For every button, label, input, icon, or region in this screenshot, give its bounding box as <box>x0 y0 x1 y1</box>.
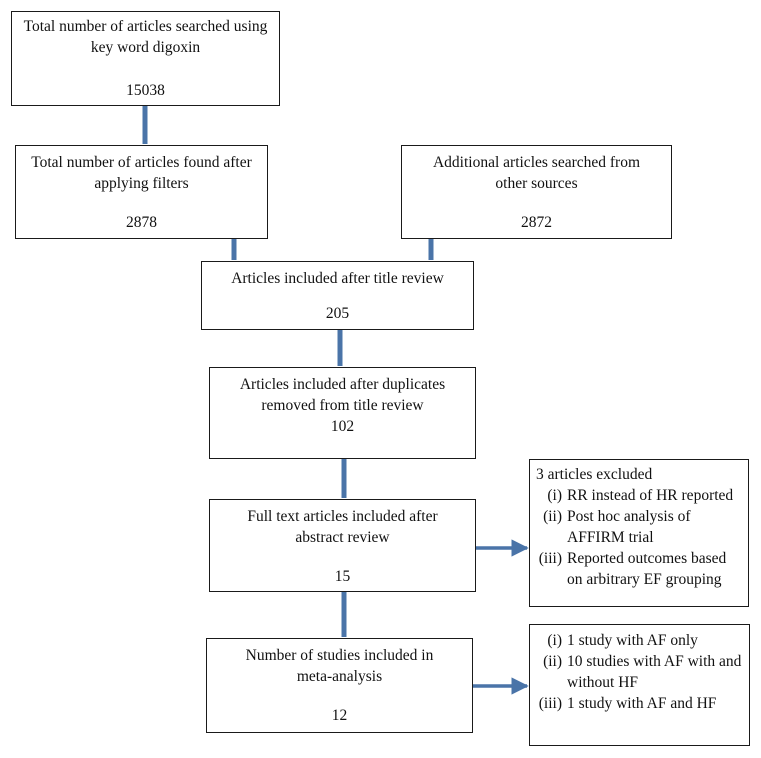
list-item-text: Reported outcomes based <box>567 550 727 567</box>
list-item-text: 1 study with AF only <box>567 632 698 649</box>
list-item-text: 10 studies with AF with and <box>567 653 742 670</box>
list-item-marker: (iii) <box>538 550 562 567</box>
node-filtered-line-2: applying filters <box>94 175 189 192</box>
node-title-review: Articles included after title review 205 <box>201 261 474 330</box>
list-item: (i) RR instead of HR reported <box>536 485 748 506</box>
list-item-marker: (i) <box>547 632 562 649</box>
node-filtered: Total number of articles found after app… <box>15 145 268 239</box>
list-item-text: without HF <box>567 674 639 691</box>
list-item: (i) 1 study with AF only <box>536 630 750 651</box>
node-duplicates-removed-line-2: removed from title review <box>261 397 424 414</box>
node-full-text-count: 15 <box>334 568 351 585</box>
node-meta-analysis: Number of studies included in meta-analy… <box>206 638 473 733</box>
node-searched: Total number of articles searched using … <box>11 11 280 106</box>
node-searched-line-2: key word digoxin <box>90 39 201 56</box>
list-item: (ii) 10 studies with AF with and without… <box>536 651 750 693</box>
list-item-marker: (i) <box>547 487 562 504</box>
node-duplicates-removed: Articles included after duplicates remov… <box>209 367 476 459</box>
node-additional-line-1: Additional articles searched from <box>432 154 641 171</box>
node-meta-analysis-line-1: Number of studies included in <box>245 647 434 664</box>
node-filtered-line-1: Total number of articles found after <box>31 154 252 171</box>
list-item-marker: (iii) <box>538 695 562 712</box>
node-excluded: 3 articles excluded (i) RR instead of HR… <box>529 459 749 607</box>
node-searched-line-1: Total number of articles searched using <box>23 18 268 35</box>
node-additional-count: 2872 <box>521 214 552 231</box>
node-title-review-count: 205 <box>325 305 350 322</box>
node-meta-analysis-line-2: meta-analysis <box>296 668 383 685</box>
list-item-text: Post hoc analysis of <box>567 508 691 525</box>
node-title-review-line-1: Articles included after title review <box>231 270 444 287</box>
node-duplicates-removed-count: 102 <box>330 418 355 435</box>
list-item-text: 1 study with AF and HF <box>567 695 717 712</box>
study-breakdown-list: (i) 1 study with AF only (ii) 10 studies… <box>536 630 750 714</box>
excluded-reasons-list: (i) RR instead of HR reported (ii) Post … <box>536 485 748 590</box>
node-additional-line-2: other sources <box>495 175 578 192</box>
node-study-breakdown: (i) 1 study with AF only (ii) 10 studies… <box>529 624 750 746</box>
list-item-marker: (ii) <box>543 508 562 525</box>
node-duplicates-removed-line-1: Articles included after duplicates <box>239 376 446 393</box>
node-additional: Additional articles searched from other … <box>401 145 672 239</box>
list-item-marker: (ii) <box>543 653 562 670</box>
list-item-text: on arbitrary EF grouping <box>567 571 722 588</box>
node-full-text-line-1: Full text articles included after <box>247 508 438 525</box>
node-searched-count: 15038 <box>126 82 165 99</box>
node-meta-analysis-count: 12 <box>331 707 348 724</box>
list-item-text: AFFIRM trial <box>567 529 654 546</box>
list-item-text: RR instead of HR reported <box>567 487 734 504</box>
node-study-breakdown-right-edge <box>749 624 751 746</box>
node-filtered-count: 2878 <box>126 214 157 231</box>
node-full-text: Full text articles included after abstra… <box>209 499 476 592</box>
list-item: (ii) Post hoc analysis of AFFIRM trial <box>536 506 748 548</box>
list-item: (iii) 1 study with AF and HF <box>536 693 750 714</box>
list-item: (iii) Reported outcomes based on arbitra… <box>536 548 748 590</box>
node-full-text-line-2: abstract review <box>295 529 390 546</box>
node-excluded-heading: 3 articles excluded <box>536 466 653 483</box>
